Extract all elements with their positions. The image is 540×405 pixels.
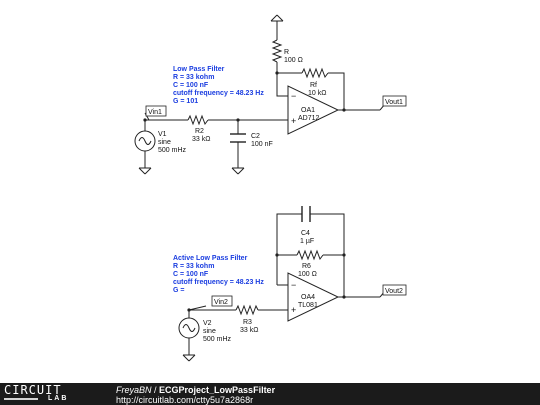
c1-note-line-3: C = 100 nF <box>173 82 209 89</box>
c1-note-line-2: R = 33 kohm <box>173 74 214 81</box>
credit-separator: / <box>151 385 160 395</box>
c1-junction <box>143 118 147 122</box>
c2-junction <box>342 253 346 257</box>
c1-opamp-part: AD712 <box>298 115 320 122</box>
author-name[interactable]: FreyaBN <box>116 385 152 395</box>
c1-junction <box>236 118 240 122</box>
c2-output-net-flag[interactable]: Vout2 <box>379 284 407 298</box>
c2-note-line-5: G = <box>173 287 184 294</box>
c2-feedback-capacitor[interactable] <box>301 206 311 222</box>
c1-voltage-source[interactable] <box>134 130 156 152</box>
c1-source-ref: V1 <box>158 131 167 138</box>
c2-input-resistor-value: 33 kΩ <box>240 327 258 334</box>
c1-output-net-label: Vout1 <box>385 99 403 106</box>
c1-opamp-ref: OA1 <box>301 107 315 114</box>
c2-opamp-plus-sign: + <box>291 305 296 315</box>
c1-ground-resistor-ref: R <box>284 49 289 56</box>
c1-capacitor-value: 100 nF <box>251 141 273 148</box>
c2-note-line-4: cutoff frequency = 48.23 Hz <box>173 279 264 286</box>
schematic-canvas: Low Pass Filter R = 33 kohm C = 100 nF c… <box>134 14 407 362</box>
c1-capacitor-ref: C2 <box>251 133 260 140</box>
c2-junction <box>275 253 279 257</box>
c2-feedback-capacitor-value: 1 µF <box>300 238 314 245</box>
c1-ground-resistor-value: 100 Ω <box>284 57 303 64</box>
c2-ground-symbol <box>182 354 196 362</box>
circuit-2: Active Low Pass Filter R = 33 kohm C = 1… <box>173 206 407 362</box>
c1-feedback-resistor-value: 10 kΩ <box>308 90 326 97</box>
c1-ground-top-symbol <box>270 14 284 22</box>
c1-opamp[interactable] <box>287 85 340 135</box>
c2-note-line-2: R = 33 kohm <box>173 263 214 270</box>
c2-opamp[interactable] <box>287 272 340 322</box>
c2-output-net-label: Vout2 <box>385 288 403 295</box>
c2-note-line-1: Active Low Pass Filter <box>173 255 248 262</box>
c1-source-value: 500 mHz <box>158 147 187 154</box>
c2-voltage-source[interactable] <box>178 317 200 339</box>
c2-input-net-label: Vin2 <box>214 299 228 306</box>
c2-source-type: sine <box>203 328 216 335</box>
circuitlab-logo[interactable]: CIRCUIT LAB <box>2 384 88 404</box>
c1-junction <box>342 108 346 112</box>
circuit-1: Low Pass Filter R = 33 kohm C = 100 nF c… <box>134 14 407 175</box>
c2-feedback-capacitor-ref: C4 <box>301 230 310 237</box>
project-url[interactable]: http://circuitlab.com/ctty5u7a2868r <box>116 395 254 405</box>
c1-junction <box>275 71 279 75</box>
c2-input-resistor[interactable] <box>235 304 259 316</box>
footer-bar: CIRCUIT LAB FreyaBN / ECGProject_LowPass… <box>0 383 540 405</box>
c2-opamp-minus-sign: − <box>291 280 296 290</box>
logo-lab-text: LAB <box>48 395 69 402</box>
c1-ground-symbol <box>231 167 245 175</box>
logo-bottom-row: LAB <box>4 395 84 403</box>
c1-opamp-minus-sign: − <box>291 91 296 101</box>
c1-output-net-flag[interactable]: Vout1 <box>379 95 407 111</box>
c1-note-line-1: Low Pass Filter <box>173 66 225 73</box>
c1-input-resistor-value: 33 kΩ <box>192 136 210 143</box>
logo-circuit-text: CIRCUIT <box>4 383 62 397</box>
c2-feedback-resistor-ref: R6 <box>302 263 311 270</box>
c1-feedback-resistor[interactable] <box>301 67 329 79</box>
c1-note-line-5: G = 101 <box>173 98 198 105</box>
footer-credit: FreyaBN / ECGProject_LowPassFilter <box>116 385 275 395</box>
c1-opamp-plus-sign: + <box>291 116 296 126</box>
c1-input-resistor-ref: R2 <box>195 128 204 135</box>
c1-input-net-flag[interactable]: Vin1 <box>144 105 167 121</box>
c2-input-resistor-ref: R3 <box>243 319 252 326</box>
c1-source-type: sine <box>158 139 171 146</box>
c2-source-value: 500 mHz <box>203 336 232 343</box>
c2-junction <box>342 295 346 299</box>
c2-input-net-flag[interactable]: Vin2 <box>188 295 233 311</box>
logo-bar <box>4 398 38 400</box>
c2-source-ref: V2 <box>203 320 212 327</box>
c1-capacitor[interactable] <box>230 133 246 143</box>
c2-opamp-part: TL081 <box>298 302 318 309</box>
c2-opamp-ref: OA4 <box>301 294 315 301</box>
c1-input-net-label: Vin1 <box>148 109 162 116</box>
c1-ground-resistor[interactable] <box>271 39 283 63</box>
project-title[interactable]: ECGProject_LowPassFilter <box>159 385 276 395</box>
c1-input-resistor[interactable] <box>187 114 209 126</box>
c1-note-line-4: cutoff frequency = 48.23 Hz <box>173 90 264 97</box>
c2-note-line-3: C = 100 nF <box>173 271 209 278</box>
c1-ground-symbol <box>138 167 152 175</box>
c1-feedback-resistor-ref: Rf <box>310 82 317 89</box>
c2-feedback-resistor-value: 100 Ω <box>298 271 317 278</box>
c2-feedback-resistor[interactable] <box>296 249 324 261</box>
